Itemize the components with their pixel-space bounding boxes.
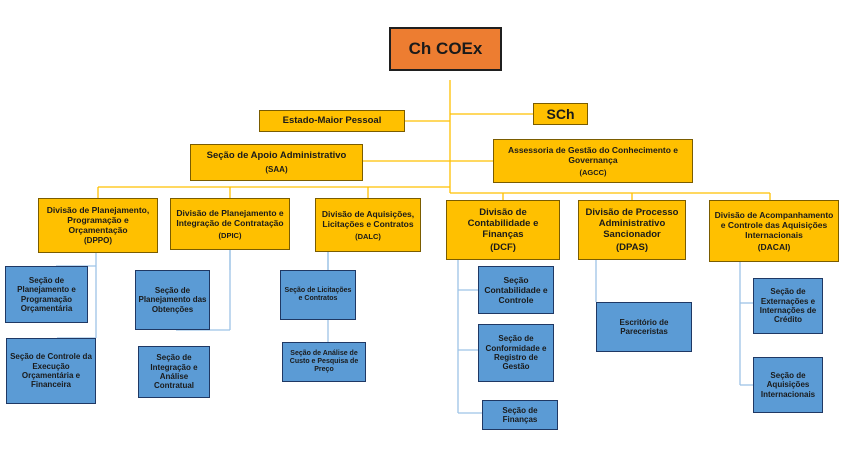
sch-box: SCh [533, 103, 588, 125]
division-title: Divisão de Aquisições, Licitações e Cont… [321, 208, 415, 229]
section-box: Seção de Integração e Análise Contratual [138, 346, 210, 398]
agcc-title: Assessoria de Gestão do Conhecimento e G… [507, 144, 679, 165]
division-title: Divisão de Planejamento e Integração de … [176, 207, 284, 228]
division-abbr: (DCF) [490, 242, 516, 254]
ch-coex-title: Ch COEx [408, 38, 483, 58]
saa-abbr: (SAA) [265, 165, 288, 175]
section-box: Seção de Externações e Internações de Cr… [753, 278, 823, 334]
section-box: Seção Contabilidade e Controle [478, 266, 554, 314]
section-box: Seção de Conformidade e Registro de Gest… [478, 324, 554, 382]
division-dpic: Divisão de Planejamento e Integração de … [170, 198, 290, 250]
ch-coex-box: Ch COEx [389, 27, 502, 71]
section-box: Seção de Planejamento das Obtenções [135, 270, 210, 330]
saa-box: Seção de Apoio Administrativo (SAA) [190, 144, 363, 181]
division-dacai: Divisão de Acompanhamento e Controle das… [709, 200, 839, 262]
division-dppo: Divisão de Planejamento, Programação e O… [38, 198, 158, 253]
section-label: Seção de Planejamento e Programação Orça… [17, 275, 76, 313]
section-box: Seção de Controle da Execução Orçamentár… [6, 338, 96, 404]
section-label: Seção Contabilidade e Controle [484, 274, 548, 305]
estado-maior-label: Estado-Maior Pessoal [282, 115, 382, 127]
agcc-abbr: (AGCC) [579, 167, 607, 177]
division-dalc: Divisão de Aquisições, Licitações e Cont… [315, 198, 421, 252]
section-label: Seção de Análise de Custo e Pesquisa de … [289, 349, 359, 374]
section-box: Seção de Planejamento e Programação Orça… [5, 266, 88, 323]
section-label: Seção de Aquisições Internacionais [760, 370, 816, 399]
section-box: Seção de Aquisições Internacionais [753, 357, 823, 413]
division-title: Divisão de Acompanhamento e Controle das… [714, 209, 834, 240]
agcc-box: Assessoria de Gestão do Conhecimento e G… [493, 139, 693, 183]
saa-title: Seção de Apoio Administrativo [206, 150, 347, 162]
section-label: Seção de Licitações e Contratos [284, 286, 352, 302]
section-box: Seção de Análise de Custo e Pesquisa de … [282, 342, 366, 382]
section-label: Seção de Integração e Análise Contratual [150, 353, 198, 391]
section-box: Seção de Licitações e Contratos [280, 270, 356, 320]
division-dpas: Divisão de Processo Administrativo Sanci… [578, 200, 686, 260]
division-abbr: (DALC) [355, 231, 381, 241]
division-abbr: (DPAS) [615, 242, 649, 254]
sch-label: SCh [546, 105, 575, 122]
division-abbr: (DACAI) [757, 242, 791, 253]
section-box: Escritório de Pareceristas [596, 302, 692, 352]
division-abbr: (DPPO) [84, 236, 112, 246]
section-label: Seção de Conformidade e Registro de Gest… [485, 334, 547, 372]
division-abbr: (DPIC) [218, 230, 242, 240]
section-label: Seção de Externações e Internações de Cr… [759, 287, 817, 325]
division-title: Divisão de Planejamento, Programação e O… [46, 205, 150, 236]
estado-maior-box: Estado-Maior Pessoal [259, 110, 405, 132]
section-label: Seção de Finanças [502, 405, 538, 424]
division-title: Divisão de Contabilidade e Finanças [467, 206, 539, 240]
division-dcf: Divisão de Contabilidade e Finanças (DCF… [446, 200, 560, 260]
section-label: Seção de Controle da Execução Orçamentár… [10, 352, 92, 390]
section-label: Seção de Planejamento das Obtenções [138, 285, 207, 314]
division-title: Divisão de Processo Administrativo Sanci… [585, 206, 679, 240]
section-label: Escritório de Pareceristas [619, 317, 669, 336]
section-box: Seção de Finanças [482, 400, 558, 430]
